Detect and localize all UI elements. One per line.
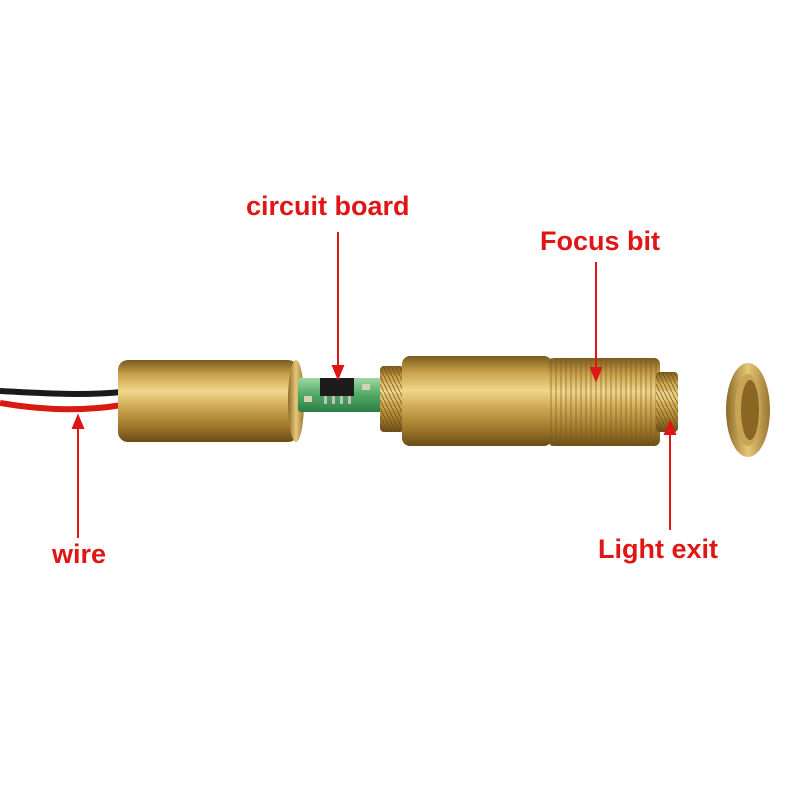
- focus-ring: [726, 363, 770, 457]
- front-housing: [380, 356, 552, 446]
- wire-label: wire: [52, 539, 107, 569]
- circuit-board: [298, 378, 384, 412]
- leader-lines: [71, 232, 677, 538]
- rear-housing: [118, 360, 304, 442]
- wire-pair: [0, 388, 123, 413]
- circuit-board-label: circuit board: [246, 191, 410, 221]
- light-exit-label: Light exit: [598, 534, 718, 564]
- focus-bit-label: Focus bit: [540, 226, 660, 256]
- focus-bit: [548, 358, 678, 446]
